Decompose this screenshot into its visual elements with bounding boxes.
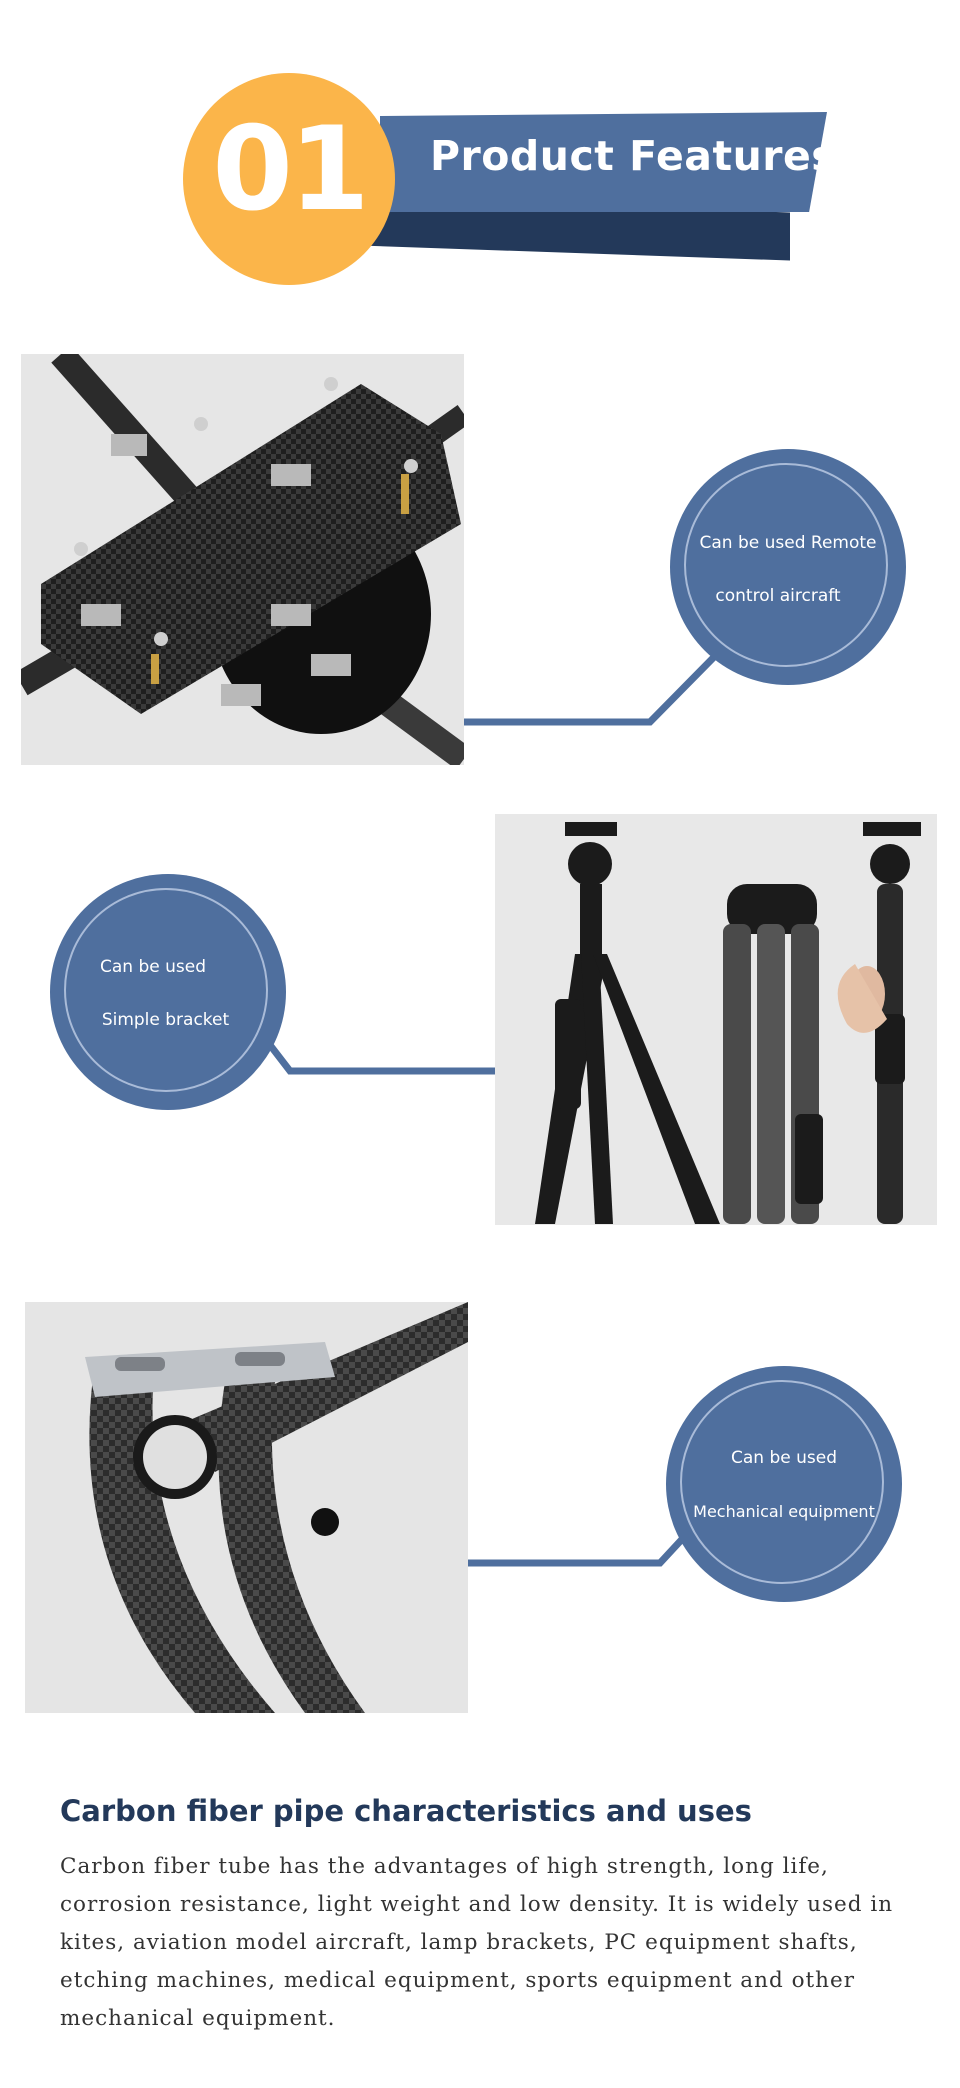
feature-text-line2: control aircraft (715, 586, 841, 606)
section-number-badge (183, 73, 395, 285)
tripods-photo (495, 814, 937, 1225)
feature-bubble-remote-aircraft: Can be used Remote control aircraft (670, 449, 906, 685)
feature-text-line2: Mechanical equipment (693, 1502, 875, 1521)
feature-bubble-simple-bracket: Can be used Simple bracket (50, 874, 286, 1110)
quadcopter-frame-photo (21, 354, 464, 765)
banner-ribbon (380, 112, 827, 212)
feature-text-line2: Simple bracket (101, 1010, 230, 1030)
bubble-ring (680, 1380, 884, 1584)
section-heading: Carbon fiber pipe characteristics and us… (60, 1794, 752, 1828)
tube-clamp-photo (25, 1302, 468, 1713)
feature-text-line1: Can be used (99, 957, 206, 977)
bubble-ring (684, 463, 888, 667)
section-number: 01 (212, 102, 369, 237)
feature-text-line1: Can be used Remote (699, 533, 877, 553)
bubble-ring (64, 888, 268, 1092)
banner-title: Product Features (430, 132, 837, 180)
product-features-banner: Product Features 01 (0, 0, 960, 300)
feature-bubble-mechanical-equipment: Can be used Mechanical equipment (666, 1366, 902, 1602)
feature-text-line1: Can be used (730, 1448, 837, 1468)
section-body: Carbon fiber tube has the advantages of … (60, 1854, 894, 2031)
